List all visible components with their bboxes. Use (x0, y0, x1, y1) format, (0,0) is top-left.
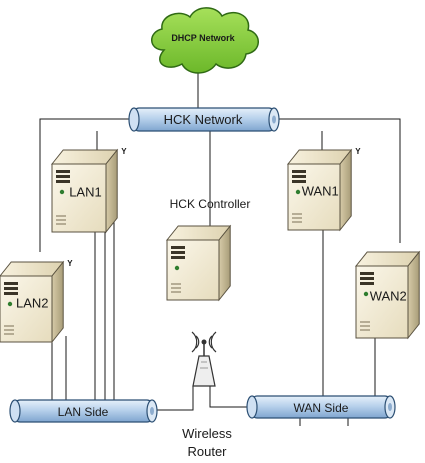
hck-bus-left-cap (128, 107, 140, 132)
hck-network-bus: HCK Network (128, 107, 280, 132)
server-drive-bay-icon (171, 251, 185, 254)
server-side-face (51, 260, 64, 344)
server-drive-bay-icon (360, 272, 374, 275)
server-power-led-icon (295, 189, 301, 195)
server-side-face (339, 148, 352, 232)
hck-bus-label: HCK Network (164, 112, 243, 127)
lan-bus-label: LAN Side (58, 405, 109, 419)
server-wan2: WAN2 (354, 250, 421, 340)
hck-to-wan2-line (274, 118, 401, 243)
wan-bus-right-cap-hole (388, 403, 392, 411)
wifi-waves-icon (191, 331, 217, 353)
server-drive-bay-icon (292, 170, 306, 173)
antenna-tip-icon (201, 339, 207, 345)
server-drive-bay-icon (360, 282, 374, 285)
server-lan2: LAN2 Y (0, 259, 73, 344)
server-drive-bay-icon (56, 170, 70, 173)
router-label-line2: Router (187, 444, 227, 459)
server-wan1: WAN1 Y (286, 147, 361, 232)
server-label: WAN2 (370, 289, 407, 304)
controller-label: HCK Controller (170, 197, 251, 211)
dhcp-cloud: DHCP Network (151, 7, 259, 74)
lan-bus-to-router-line (152, 385, 194, 411)
connection-lines (39, 66, 401, 426)
server-drive-bay-icon (4, 292, 18, 295)
server-side-face (105, 148, 118, 234)
server-mark: Y (67, 259, 73, 268)
server-drive-bay-icon (292, 180, 306, 183)
lan-bus-left-cap (9, 399, 21, 423)
server-mark: Y (121, 147, 127, 156)
router-label-line1: Wireless (182, 426, 232, 441)
server-label: WAN1 (302, 184, 339, 199)
router-vents-icon (200, 361, 208, 369)
hck-to-lan2-line (39, 118, 134, 252)
server-power-led-icon (174, 265, 180, 271)
server-drive-bay-icon (4, 287, 18, 290)
server-controller (165, 224, 232, 302)
server-drive-bay-icon (171, 256, 185, 259)
server-side-face (218, 224, 231, 302)
server-drive-bay-icon (56, 180, 70, 183)
server-drive-bay-icon (360, 277, 374, 280)
server-drive-bay-icon (292, 175, 306, 178)
router-body-icon (192, 355, 216, 387)
wan-bus-left-cap (246, 395, 258, 419)
wan-bus-label: WAN Side (294, 401, 349, 415)
server-label: LAN2 (16, 296, 49, 311)
lan-side-bus: LAN Side (9, 399, 158, 423)
server-mark: Y (355, 147, 361, 156)
hck-bus-right-cap-hole (272, 115, 276, 124)
server-lan1: LAN1 Y (50, 147, 127, 234)
server-power-led-icon (59, 189, 65, 195)
wireless-router: Wireless Router (182, 331, 232, 459)
lan-bus-right-cap-hole (150, 407, 154, 415)
server-label: LAN1 (69, 185, 102, 200)
server-drive-bay-icon (4, 282, 18, 285)
server-drive-bay-icon (56, 175, 70, 178)
server-front-face (166, 239, 220, 301)
server-drive-bay-icon (171, 246, 185, 249)
server-side-face (407, 250, 420, 340)
cloud-icon (151, 7, 259, 74)
wan-side-bus: WAN Side (246, 395, 396, 419)
cloud-label: DHCP Network (171, 33, 235, 43)
server-power-led-icon (7, 301, 13, 307)
server-power-led-icon (363, 291, 369, 297)
router-to-wan-bus-line (209, 385, 252, 408)
